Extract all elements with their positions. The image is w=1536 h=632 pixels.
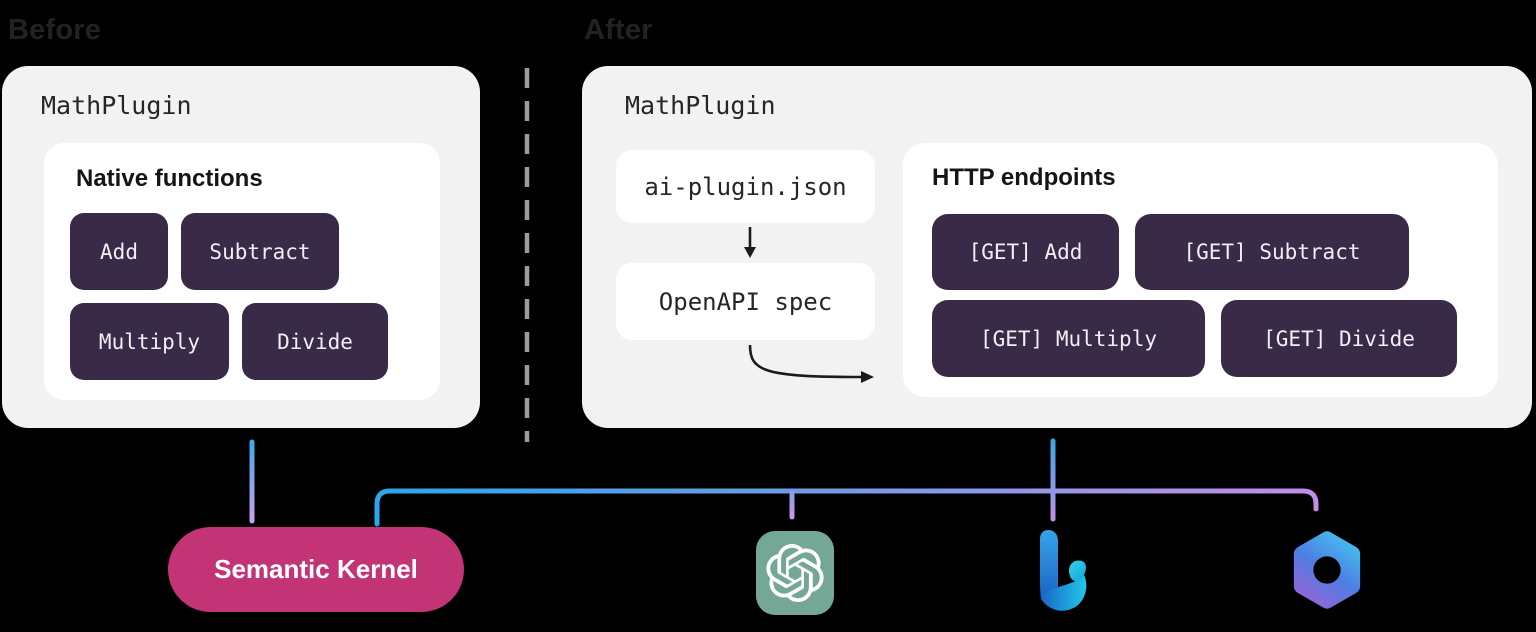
after-panel-title: MathPlugin: [625, 91, 776, 120]
before-label: Before: [8, 14, 102, 46]
function-chip-divide: Divide: [242, 303, 388, 380]
endpoint-chip-get-add: [GET] Add: [932, 214, 1119, 290]
bing-glyph: [1040, 530, 1087, 611]
semantic-kernel-pill: Semantic Kernel: [168, 527, 464, 612]
endpoint-chip-get-multiply: [GET] Multiply: [932, 300, 1205, 377]
openapi-spec-box: OpenAPI spec: [616, 263, 875, 340]
microsoft-365-icon: [1288, 529, 1366, 611]
before-panel: MathPlugin Native functions Add Subtract…: [2, 66, 480, 428]
ai-plugin-json-box: ai-plugin.json: [616, 150, 875, 223]
after-label: After: [584, 14, 653, 46]
kernel-to-consumers-line: [374, 488, 1319, 527]
function-chip-multiply: Multiply: [70, 303, 229, 380]
openai-knot-glyph: [766, 544, 824, 602]
function-chip-add: Add: [70, 213, 168, 290]
microsoft-365-glyph: [1293, 531, 1361, 609]
http-endpoints-title: HTTP endpoints: [932, 164, 1116, 191]
after-panel: MathPlugin ai-plugin.json OpenAPI spec H…: [582, 66, 1532, 428]
function-chip-subtract: Subtract: [181, 213, 339, 290]
endpoint-chip-get-subtract: [GET] Subtract: [1135, 214, 1409, 290]
endpoint-chip-get-divide: [GET] Divide: [1221, 300, 1457, 377]
openai-icon: [756, 531, 834, 615]
native-functions-title: Native functions: [76, 165, 263, 192]
before-panel-title: MathPlugin: [41, 91, 192, 120]
bing-icon: [1028, 529, 1090, 617]
http-endpoints-card: HTTP endpoints [GET] Add [GET] Subtract …: [903, 143, 1498, 397]
native-functions-card: Native functions Add Subtract Multiply D…: [44, 143, 440, 400]
